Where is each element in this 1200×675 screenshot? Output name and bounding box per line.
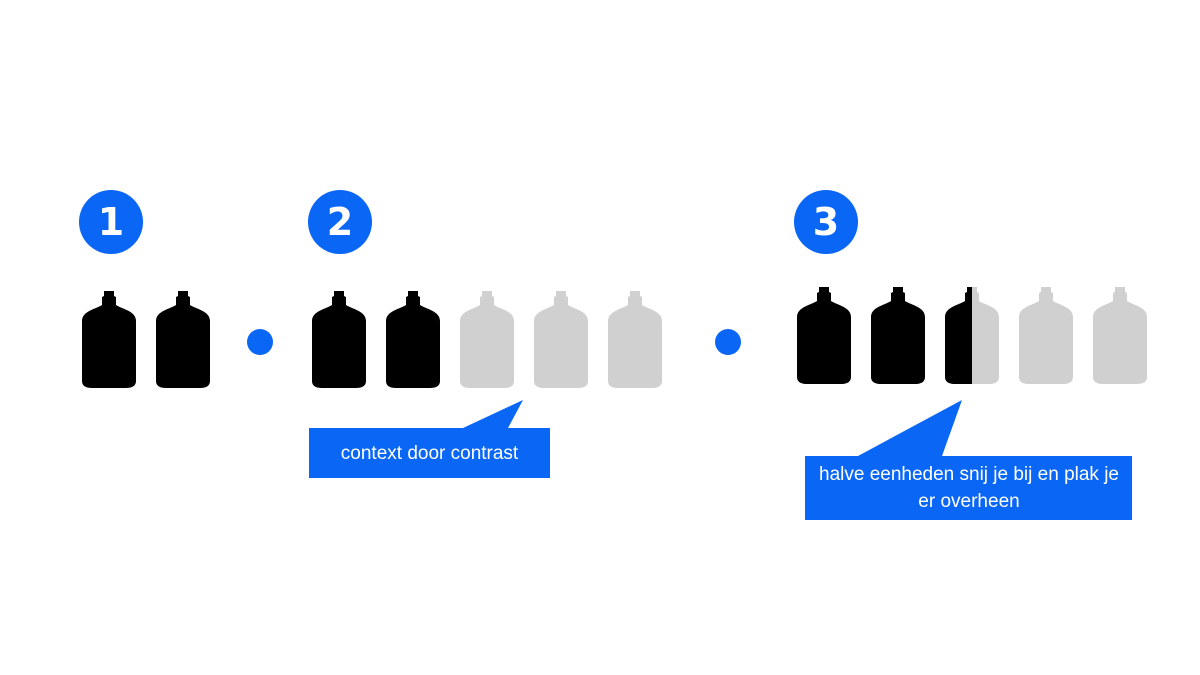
step-number: 1	[97, 200, 125, 244]
callout-half-units-text: halve eenheden snij je bij en plak je er…	[819, 464, 1119, 512]
full-bottle-icon	[797, 287, 851, 384]
step-number: 2	[326, 200, 354, 244]
full-bottle-icon	[386, 291, 440, 388]
full-bottle-icon	[871, 287, 925, 384]
step-badge-3: 3	[794, 190, 858, 254]
callout-half-units-bubble	[805, 400, 1132, 520]
empty-bottle-icon	[460, 291, 514, 388]
empty-bottle-icon	[1093, 287, 1147, 384]
empty-bottle-icon	[608, 291, 662, 388]
empty-bottle-icon	[1019, 287, 1073, 384]
half-bottle-icon	[945, 287, 999, 384]
full-bottle-icon	[82, 291, 136, 388]
full-bottle-icon	[312, 291, 366, 388]
step-badge-1: 1	[79, 190, 143, 254]
full-bottle-icon	[156, 291, 210, 388]
separator-dot-icon	[715, 329, 741, 355]
callout-contrast-text: context door contrast	[340, 442, 519, 464]
empty-bottle-icon	[534, 291, 588, 388]
callout-contrast-bubble	[309, 400, 550, 478]
step-badge-2: 2	[308, 190, 372, 254]
step-number: 3	[812, 200, 840, 244]
separator-dot-icon	[247, 329, 273, 355]
